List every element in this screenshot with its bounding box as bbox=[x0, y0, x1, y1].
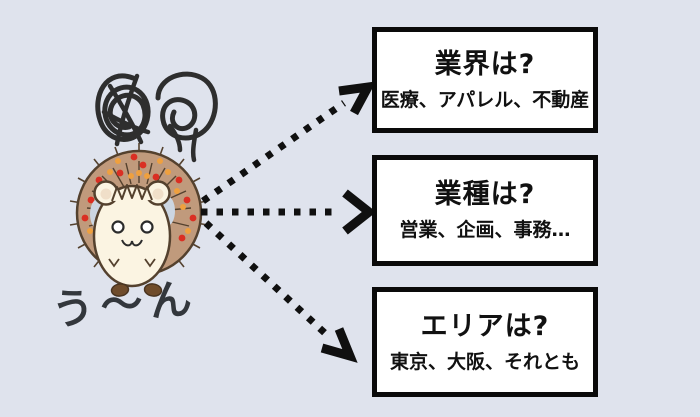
arrow-to-jobtype-box bbox=[201, 189, 377, 235]
hedgehog-paw-marks bbox=[108, 258, 156, 268]
hedgehog-face bbox=[92, 184, 172, 288]
hedgehog-mouth bbox=[121, 239, 143, 247]
question-box-industry-subtitle: 医療、アパレル、不動産 bbox=[380, 88, 590, 111]
hedgehog-fringe bbox=[111, 184, 153, 202]
hedgehog-eyes bbox=[111, 220, 154, 234]
question-box-area-subtitle: 東京、大阪、それとも bbox=[389, 350, 580, 373]
spike-dots-red bbox=[81, 153, 197, 245]
arrow-to-industry-box bbox=[201, 81, 377, 204]
question-box-jobtype: 業種は? 営業、企画、事務… bbox=[372, 155, 598, 266]
arrow-to-area-box bbox=[203, 220, 358, 363]
question-box-area: エリアは? 東京、大阪、それとも bbox=[372, 287, 598, 397]
question-box-industry: 業界は? 医療、アパレル、不動産 bbox=[372, 27, 598, 133]
confusion-scribble-icon bbox=[95, 71, 218, 163]
question-box-area-title: エリアは? bbox=[420, 310, 550, 342]
question-box-jobtype-subtitle: 営業、企画、事務… bbox=[399, 219, 571, 241]
question-box-jobtype-title: 業種は? bbox=[434, 179, 536, 210]
dotted-arrows bbox=[201, 81, 377, 363]
hedgehog-feet bbox=[110, 283, 163, 297]
question-box-industry-title: 業界は? bbox=[434, 48, 536, 80]
hedgehog-illustration bbox=[69, 143, 209, 297]
